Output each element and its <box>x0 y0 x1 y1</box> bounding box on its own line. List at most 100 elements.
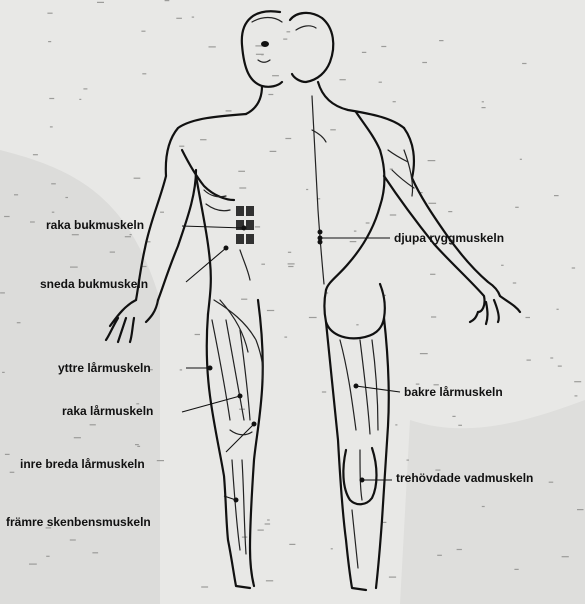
paper-speck <box>72 234 79 235</box>
paper-speck <box>309 317 317 318</box>
point-rectus-abdominis <box>242 226 247 231</box>
paper-speck <box>48 41 51 42</box>
paper-speck <box>557 309 559 310</box>
back-spine-dot-1 <box>318 230 323 235</box>
paper-speck <box>550 357 553 358</box>
paper-speck <box>200 139 206 140</box>
paper-speck <box>379 82 382 83</box>
point-erector-spinae <box>318 236 323 241</box>
paper-speck <box>83 88 87 89</box>
paper-speck <box>439 40 443 41</box>
paper-speck <box>520 159 522 160</box>
paper-speck <box>137 446 140 447</box>
front-ab-4 <box>246 220 254 230</box>
paper-speck <box>180 369 182 370</box>
paper-speck <box>209 46 216 47</box>
front-ab-2 <box>246 206 254 216</box>
paper-speck <box>10 472 15 473</box>
paper-speck <box>448 211 452 212</box>
label-vastus-lateralis: yttre lårmuskeln <box>58 361 151 375</box>
paper-speck <box>354 231 357 232</box>
paper-speck <box>562 556 569 557</box>
paper-speck <box>46 556 49 557</box>
paper-speck <box>33 154 38 155</box>
paper-speck <box>501 265 504 266</box>
paper-speck <box>575 395 578 396</box>
paper-speck <box>362 52 366 53</box>
paper-speck <box>265 523 271 524</box>
paper-speck <box>287 31 291 32</box>
paper-speck <box>4 216 10 217</box>
paper-speck <box>30 221 35 222</box>
paper-speck <box>514 569 518 570</box>
paper-speck <box>142 73 146 74</box>
paper-speck <box>515 207 519 208</box>
paper-speck <box>14 194 18 195</box>
paper-speck <box>395 424 397 425</box>
point-tibialis-anterior <box>234 498 239 503</box>
paper-speck <box>381 46 386 47</box>
paper-speck <box>267 519 270 520</box>
paper-speck <box>90 424 96 425</box>
paper-speck <box>65 197 68 198</box>
label-triceps-surae: trehövdade vadmuskeln <box>396 471 533 485</box>
paper-speck <box>74 437 81 438</box>
paper-speck <box>51 183 56 184</box>
label-vastus-medialis: inre breda lårmuskeln <box>20 457 145 471</box>
paper-speck <box>549 482 554 483</box>
paper-speck <box>70 267 78 268</box>
paper-speck <box>482 107 486 108</box>
paper-speck <box>513 282 516 283</box>
paper-speck <box>258 530 264 531</box>
paper-speck <box>256 54 264 55</box>
paper-speck <box>165 0 170 1</box>
paper-speck <box>437 555 442 556</box>
paper-speck <box>577 509 584 510</box>
paper-speck <box>201 586 208 587</box>
paper-speck <box>429 203 437 204</box>
label-erector-spinae: djupa ryggmuskeln <box>394 231 504 245</box>
front-ab-5 <box>236 234 244 244</box>
label-obliques: sneda bukmuskeln <box>40 277 148 291</box>
paper-speck <box>285 138 291 139</box>
paper-speck <box>431 316 436 317</box>
point-triceps-surae <box>360 478 365 483</box>
paper-speck <box>135 444 139 445</box>
label-rectus-abdominis: raka bukmuskeln <box>46 218 144 232</box>
paper-speck <box>306 189 308 190</box>
paper-speck <box>157 460 164 461</box>
point-vastus-lateralis <box>208 366 213 371</box>
paper-speck <box>356 324 358 325</box>
paper-speck <box>288 263 295 264</box>
paper-speck <box>322 391 326 392</box>
paper-speck <box>176 18 182 19</box>
paper-speck <box>288 266 293 267</box>
paper-speck <box>522 63 526 64</box>
paper-speck <box>226 110 232 111</box>
paper-speck <box>270 151 277 152</box>
label-rectus-femoris: raka lårmuskeln <box>62 404 153 418</box>
paper-speck <box>288 252 291 253</box>
paper-speck <box>572 267 575 268</box>
paper-speck <box>92 552 98 553</box>
paper-speck <box>125 236 131 237</box>
paper-speck <box>422 62 427 63</box>
paper-speck <box>52 212 55 213</box>
paper-speck <box>5 454 10 455</box>
paper-speck <box>428 160 436 161</box>
paper-speck <box>238 171 245 172</box>
paper-speck <box>430 274 435 275</box>
paper-speck <box>452 416 455 417</box>
paper-speck <box>482 506 485 507</box>
paper-speck <box>266 580 273 581</box>
paper-speck <box>331 548 333 549</box>
paper-shade <box>400 400 585 604</box>
paper-speck <box>29 564 37 565</box>
paper-speck <box>241 299 247 300</box>
front-ab-6 <box>246 234 254 244</box>
paper-speck <box>195 334 200 335</box>
paper-speck <box>0 292 5 293</box>
paper-speck <box>289 544 295 545</box>
front-ab-1 <box>236 206 244 216</box>
